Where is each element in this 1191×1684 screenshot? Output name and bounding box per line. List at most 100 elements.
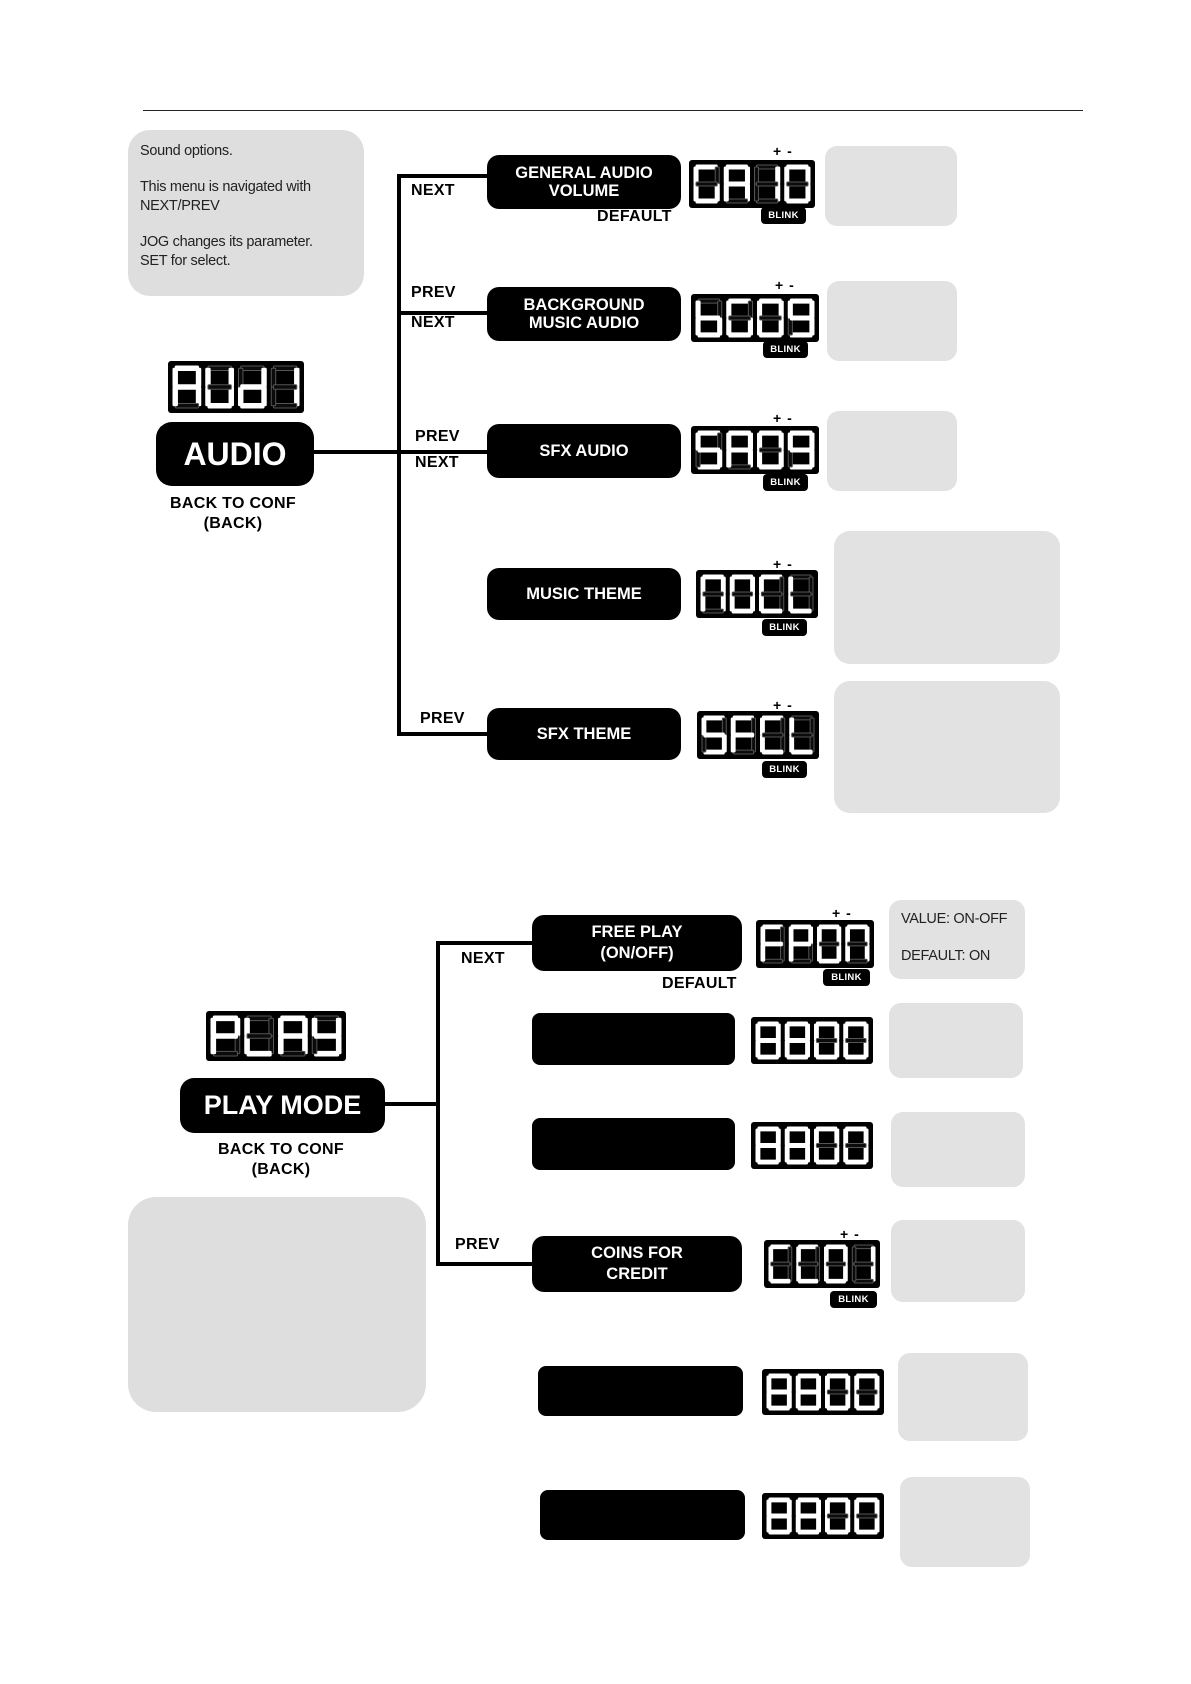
display-segment xyxy=(697,430,721,436)
display-segment xyxy=(797,1389,820,1395)
display-segment xyxy=(272,365,298,371)
display-segment xyxy=(172,386,178,407)
display-segment xyxy=(280,1033,306,1039)
menu-item-music-theme[interactable]: MUSIC THEME xyxy=(487,568,681,620)
plus-minus-indicator: + - xyxy=(773,410,793,426)
display-segment xyxy=(270,386,277,407)
display-segment xyxy=(817,926,822,945)
display-segment xyxy=(207,403,232,409)
display-segment xyxy=(856,1529,878,1535)
display-segment xyxy=(815,1263,821,1282)
display-segment xyxy=(730,717,736,736)
display-segment xyxy=(834,1023,840,1041)
display-segment xyxy=(240,365,265,371)
display-segment xyxy=(805,183,811,202)
display-digit xyxy=(760,924,785,964)
display-digit xyxy=(757,430,784,470)
display-segment xyxy=(768,1405,790,1411)
display-segment xyxy=(870,1246,876,1265)
menu-item-sfx-theme[interactable]: SFX THEME xyxy=(487,708,681,760)
display-segment xyxy=(853,1261,874,1267)
display-segment xyxy=(853,1244,874,1250)
menu-item-label: BACKGROUND MUSIC AUDIO xyxy=(523,296,645,332)
display-segment xyxy=(294,367,300,388)
display-segment xyxy=(757,1143,779,1148)
display-segment xyxy=(824,1263,829,1282)
menu-item-blank[interactable] xyxy=(540,1490,745,1540)
display-segment xyxy=(784,183,790,202)
menu-item-background-music-audio[interactable]: BACKGROUND MUSIC AUDIO xyxy=(487,287,681,341)
display-segment xyxy=(207,365,232,371)
display-segment xyxy=(786,164,809,170)
display-digit xyxy=(754,164,781,204)
display-segment xyxy=(809,717,815,736)
seven-segment-display xyxy=(762,1369,884,1415)
display-digit xyxy=(730,715,756,755)
display-segment xyxy=(826,1373,849,1379)
play-mode-menu-button[interactable]: PLAY MODE xyxy=(181,1079,384,1132)
display-segment xyxy=(744,166,750,185)
display-segment xyxy=(787,1246,793,1265)
display-segment xyxy=(728,332,751,338)
display-segment xyxy=(814,1023,819,1041)
display-segment xyxy=(756,198,779,204)
display-segment xyxy=(195,386,202,407)
display-segment xyxy=(761,715,784,721)
blink-tag: BLINK xyxy=(830,1291,877,1308)
display-segment xyxy=(779,593,785,612)
display-segment xyxy=(695,164,718,170)
display-segment xyxy=(761,749,784,755)
display-segment xyxy=(768,1263,774,1282)
display-segment xyxy=(703,732,725,738)
display-segment xyxy=(826,1529,849,1535)
display-segment xyxy=(775,1040,781,1058)
note-panel xyxy=(827,411,957,491)
display-segment xyxy=(240,384,265,390)
audio-menu-button[interactable]: AUDIO xyxy=(157,423,313,485)
menu-item-blank[interactable] xyxy=(532,1013,735,1065)
display-segment xyxy=(714,166,720,185)
display-digit xyxy=(796,1244,821,1284)
menu-item-free-play[interactable]: FREE PLAY (ON/OFF) xyxy=(532,915,742,971)
display-segment xyxy=(238,367,244,388)
display-segment xyxy=(195,367,202,388)
plus-minus-indicator: + - xyxy=(773,143,793,159)
menu-item-blank[interactable] xyxy=(538,1366,743,1416)
display-segment xyxy=(205,367,211,388)
display-digit xyxy=(757,298,784,338)
display-segment xyxy=(756,164,779,170)
display-digit xyxy=(723,164,750,204)
display-digit xyxy=(766,1373,792,1411)
display-segment xyxy=(731,608,754,614)
nav-prev-label: PREV xyxy=(420,710,465,727)
display-segment xyxy=(845,1038,867,1043)
menu-item-general-audio-volume[interactable]: GENERAL AUDIO VOLUME xyxy=(487,155,681,209)
display-segment xyxy=(700,593,706,612)
menu-item-blank[interactable] xyxy=(532,1118,735,1170)
display-segment xyxy=(693,166,699,185)
display-segment xyxy=(261,386,267,407)
blink-tag: BLINK xyxy=(763,474,808,491)
display-digit xyxy=(814,1021,840,1060)
menu-item-coins-for-credit[interactable]: COINS FOR CREDIT xyxy=(532,1236,742,1292)
display-segment xyxy=(721,734,727,753)
back-line: (BACK) xyxy=(203,515,263,532)
display-segment xyxy=(775,1128,781,1146)
default-label: DEFAULT xyxy=(597,208,672,225)
display-segment xyxy=(172,367,178,388)
display-segment xyxy=(789,315,813,321)
display-segment xyxy=(791,749,813,755)
display-segment xyxy=(845,1054,867,1060)
display-segment xyxy=(796,1263,801,1282)
display-segment xyxy=(228,367,235,388)
seven-segment-display xyxy=(697,711,819,759)
display-segment xyxy=(870,1263,876,1282)
display-digit xyxy=(755,1126,781,1165)
menu-item-sfx-audio[interactable]: SFX AUDIO xyxy=(487,424,681,478)
nav-next-label: NEXT xyxy=(461,950,505,967)
display-segment xyxy=(784,1023,790,1041)
display-segment xyxy=(205,386,211,407)
display-segment xyxy=(757,1126,779,1132)
display-segment xyxy=(864,943,870,962)
display-segment xyxy=(843,1263,848,1282)
